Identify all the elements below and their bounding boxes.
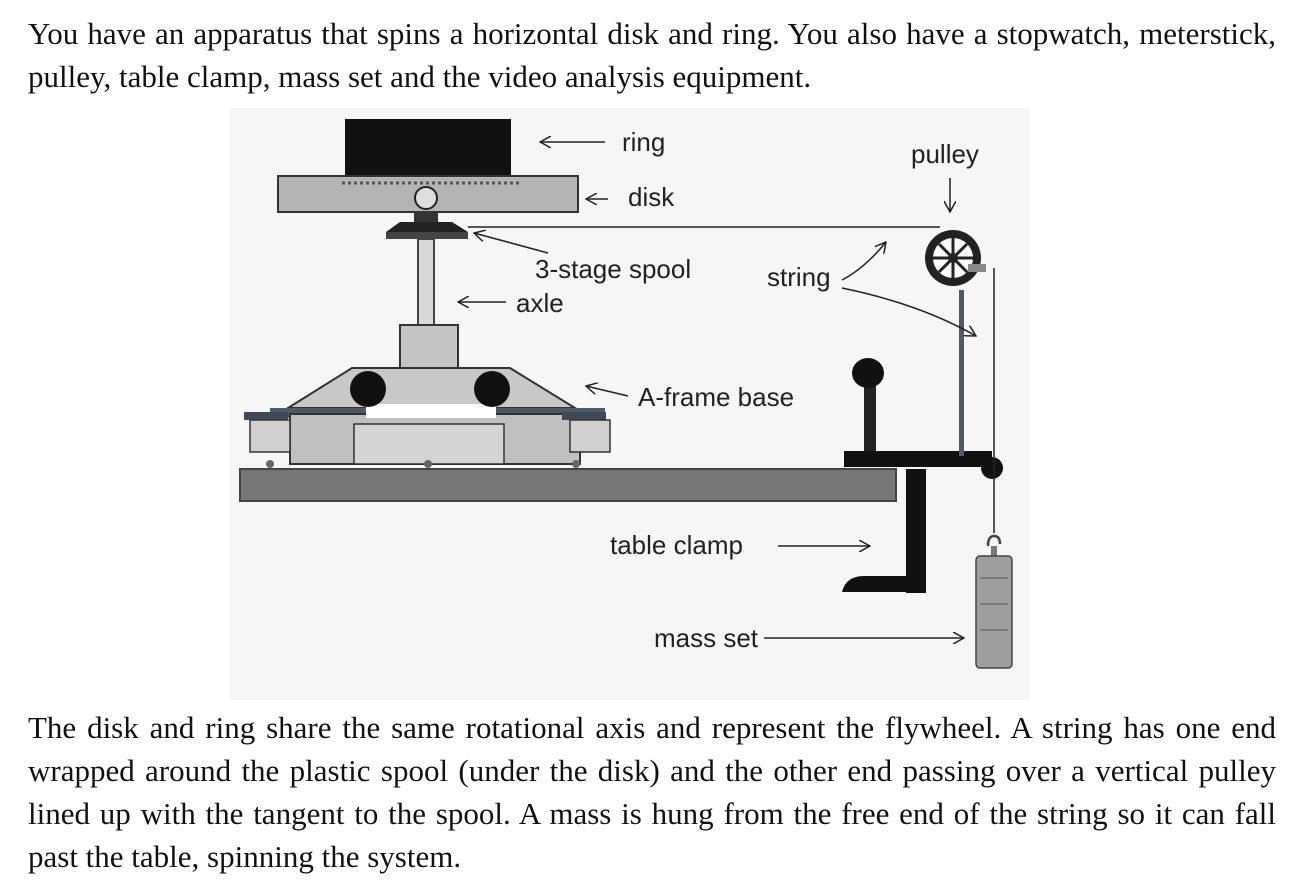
spool-label-group: 3-stage spool bbox=[474, 233, 691, 284]
pulley-label-group: pulley bbox=[911, 139, 979, 212]
ring-label-group: ring bbox=[540, 127, 665, 157]
intro-paragraph: You have an apparatus that spins a horiz… bbox=[28, 16, 1276, 94]
spool bbox=[386, 212, 468, 239]
mass-label: mass set bbox=[654, 623, 759, 653]
mass-set bbox=[975, 534, 1013, 669]
disk bbox=[277, 175, 579, 213]
mass-label-group: mass set bbox=[654, 623, 964, 653]
a-frame-base bbox=[244, 324, 611, 468]
table-clamp bbox=[842, 358, 1003, 593]
apparatus-diagram: ring disk pulley 3-stage spool string ax… bbox=[230, 108, 1030, 700]
disk-label-group: disk bbox=[586, 182, 675, 212]
axle-label-group: axle bbox=[458, 288, 564, 318]
clamp-label-group: table clamp bbox=[610, 530, 870, 560]
base-label-group: A-frame base bbox=[586, 382, 794, 412]
pulley bbox=[925, 230, 986, 456]
table bbox=[239, 468, 897, 502]
axle bbox=[417, 238, 435, 326]
ring bbox=[345, 119, 511, 176]
clamp-label: table clamp bbox=[610, 530, 743, 560]
string-label-group: string bbox=[767, 242, 976, 336]
spool-label: 3-stage spool bbox=[535, 254, 691, 284]
axle-label: axle bbox=[516, 288, 564, 318]
string-label: string bbox=[767, 262, 831, 292]
description-paragraph: The disk and ring share the same rotatio… bbox=[28, 710, 1276, 874]
base-label: A-frame base bbox=[638, 382, 794, 412]
pulley-label: pulley bbox=[911, 139, 979, 169]
ring-label: ring bbox=[622, 127, 665, 157]
disk-label: disk bbox=[628, 182, 675, 212]
